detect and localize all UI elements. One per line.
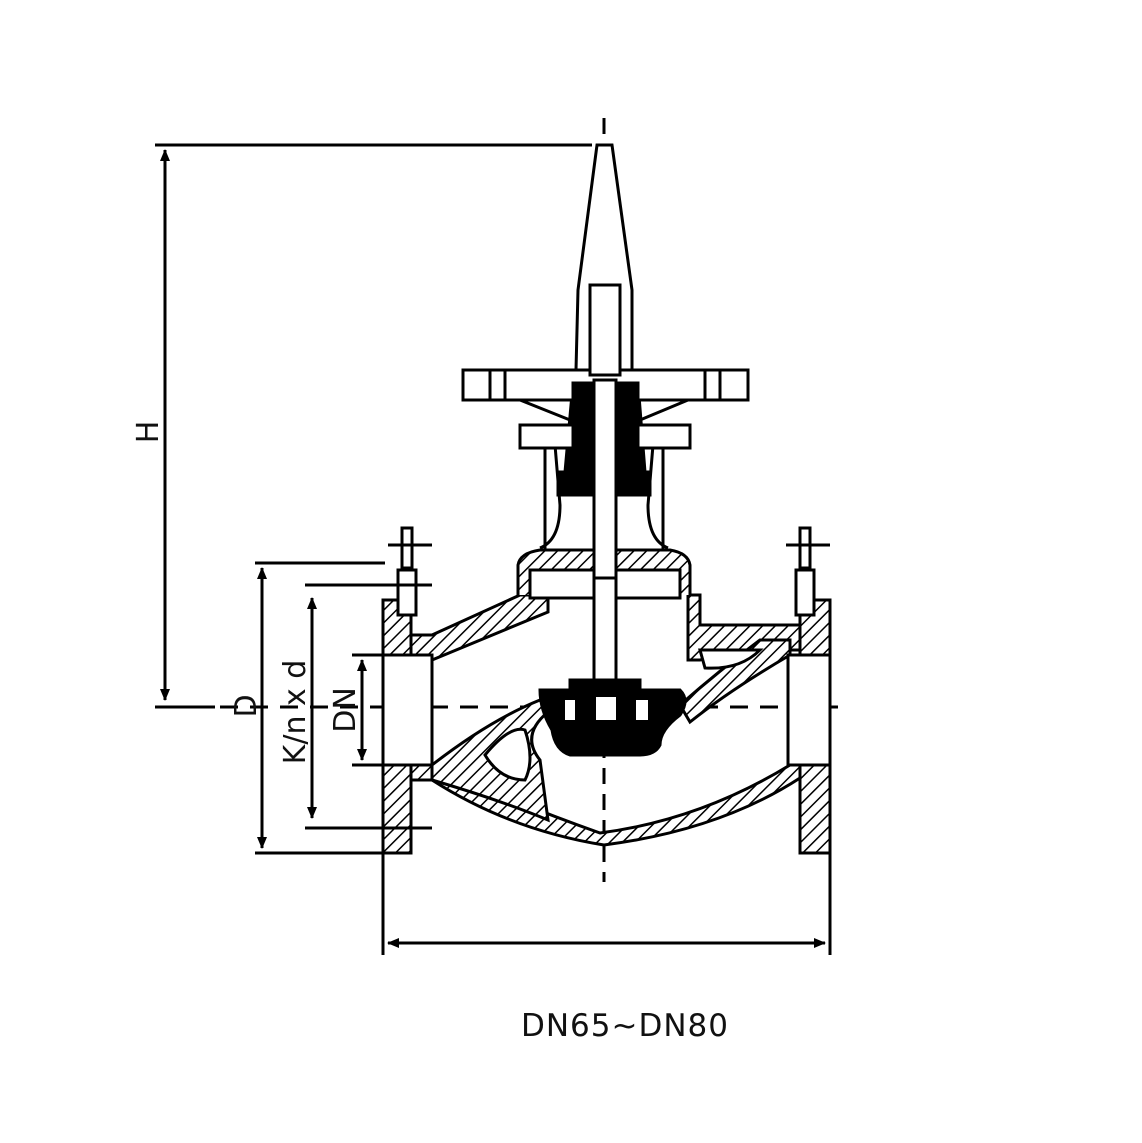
left-bore bbox=[381, 653, 434, 767]
bonnet-neck bbox=[539, 443, 669, 550]
right-bolt bbox=[786, 526, 830, 617]
label-d: D bbox=[229, 694, 264, 717]
right-bore bbox=[786, 653, 832, 767]
stem-top bbox=[588, 283, 622, 377]
label-k-n-x-d: K/n x d bbox=[278, 660, 313, 765]
label-dn: DN bbox=[328, 687, 363, 733]
body-cavity bbox=[483, 727, 532, 782]
disc-window-2 bbox=[596, 697, 616, 720]
disc-window-3 bbox=[636, 700, 648, 720]
body-cavity-right bbox=[698, 648, 764, 670]
stem-lower bbox=[592, 576, 618, 690]
stem bbox=[592, 378, 618, 582]
right-flange-lower bbox=[798, 763, 832, 855]
body-upper-left-wall bbox=[409, 593, 550, 662]
disc-window-1 bbox=[565, 700, 575, 720]
left-flange-lower bbox=[381, 763, 413, 855]
label-h: H bbox=[131, 421, 166, 444]
body-seat-right bbox=[678, 638, 792, 725]
left-bolt bbox=[388, 526, 432, 617]
size-range-caption: DN65~DN80 bbox=[521, 1008, 729, 1044]
handwheel-spokes bbox=[488, 370, 722, 422]
